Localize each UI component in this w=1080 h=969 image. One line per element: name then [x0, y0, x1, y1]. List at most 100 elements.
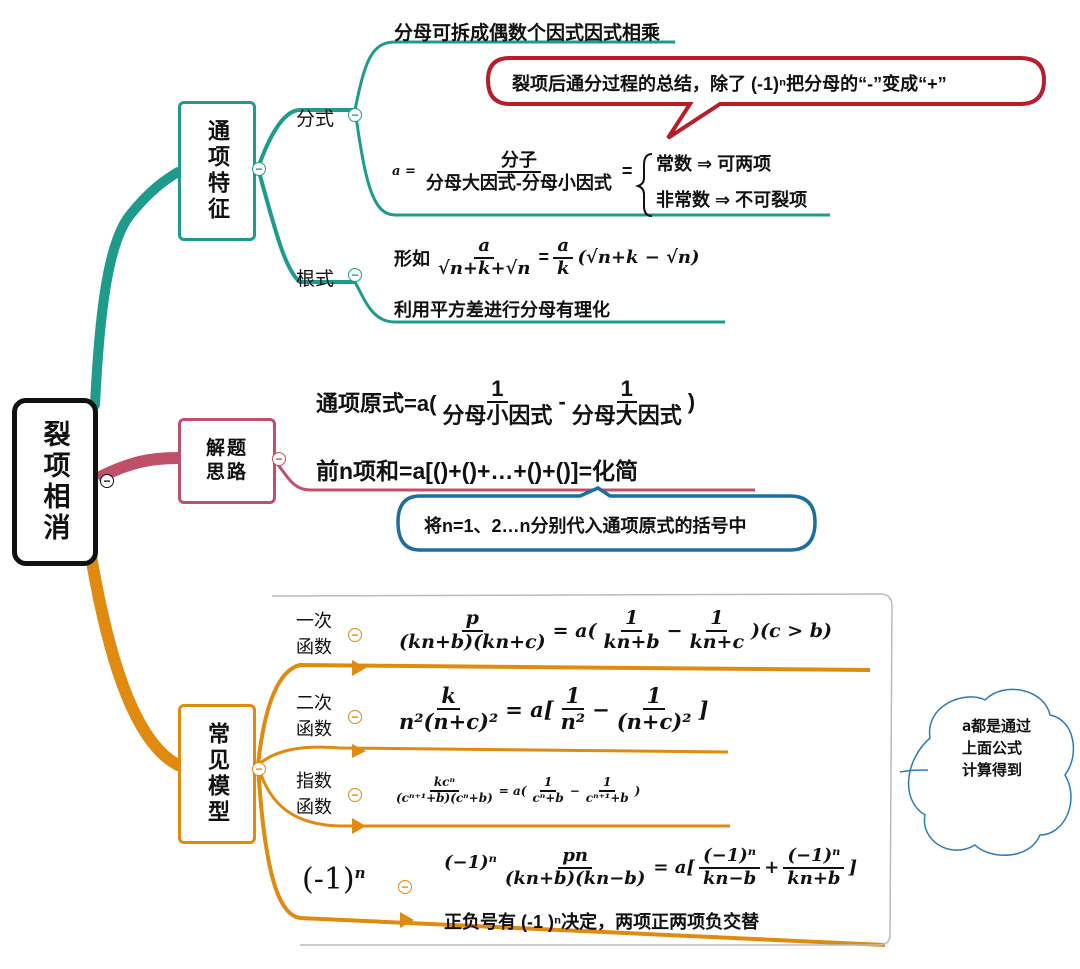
genshi-rhs-num: a: [553, 235, 574, 259]
collapse-icon[interactable]: −: [348, 788, 362, 802]
genshi-label: 根式: [296, 269, 335, 290]
model-1-label-1: 一次: [296, 611, 332, 631]
model-4-a-num: (−1)ⁿ: [699, 845, 761, 869]
model-3-label-2: 函数: [296, 797, 332, 817]
genshi-rhs-tail: (√n+k − √n): [577, 247, 700, 269]
model-2-eq: = a[: [505, 696, 554, 722]
model-2-b-den: (n+c)²: [616, 709, 692, 735]
model-4-op: +: [764, 857, 780, 879]
jieti-prefix: 通项原式=a(: [316, 391, 437, 417]
model-1-frac: p (kn+b)(kn+c): [395, 607, 550, 654]
model-3-formula: kcⁿ (cⁿ⁺¹+b)(cⁿ+b) = a( 1 cⁿ+b − 1 cⁿ⁺¹+…: [392, 775, 641, 806]
branch-changjian[interactable]: 常见模型: [178, 704, 256, 844]
jieti-minus: -: [558, 389, 566, 415]
model-4-formula: (−1)ⁿ pn (kn+b)(kn−b) = a[ (−1)ⁿ kn−b + …: [444, 845, 858, 889]
model-3-a-den: cⁿ+b: [532, 790, 564, 805]
fenshi-frac-den: 分母大因式-分母小因式: [425, 172, 612, 193]
model-1-b-frac: 1 kn+c: [686, 607, 748, 654]
model-2-label: 二次 函数: [296, 690, 332, 742]
jieti-f1-den: 分母小因式: [442, 403, 553, 429]
model-3-a-frac: 1 cⁿ+b: [528, 775, 567, 806]
model-2-frac: k n²(n+c)²: [395, 683, 502, 735]
root-node[interactable]: 裂项相消: [12, 398, 98, 566]
collapse-icon[interactable]: −: [252, 162, 266, 176]
model-4-eq: = a[: [653, 857, 695, 879]
collapse-icon[interactable]: −: [272, 452, 286, 466]
model-1-label: 一次 函数: [296, 608, 332, 660]
jieti-callout: 将n=1、2…n分别代入通项原式的括号中: [424, 516, 747, 536]
jieti-formula: 通项原式=a( 1 分母小因式 - 1 分母大因式 ): [316, 376, 695, 429]
collapse-icon[interactable]: −: [100, 474, 114, 488]
model-2-den: n²(n+c)²: [399, 709, 499, 735]
jieti-f2-num: 1: [616, 376, 637, 404]
model-4-label-base: (-1): [302, 862, 355, 897]
model-4-b-num: (−1)ⁿ: [783, 845, 845, 869]
model-4-tail: ]: [848, 857, 858, 879]
model-2-b-frac: 1 (n+c)²: [613, 683, 696, 735]
genshi-frac: a √n+k+√n: [434, 235, 534, 279]
genshi-eq: =: [538, 247, 549, 268]
model-2-label-2: 函数: [296, 719, 332, 739]
fenshi-formula: a = 分子 分母大因式-分母小因式 =: [392, 150, 632, 193]
collapse-icon[interactable]: −: [348, 710, 362, 724]
model-3-den: (cⁿ⁺¹+b)(cⁿ+b): [396, 790, 493, 805]
collapse-icon[interactable]: −: [348, 108, 362, 122]
model-3-op: −: [569, 783, 580, 798]
model-1-a-frac: 1 kn+b: [599, 607, 663, 654]
branch-tongxiang-label: 通项特征: [205, 119, 230, 223]
model-3-tail: ): [634, 783, 641, 798]
genshi-note: 利用平方差进行分母有理化: [394, 300, 610, 320]
collapse-icon[interactable]: −: [348, 268, 362, 282]
collapse-icon[interactable]: −: [348, 628, 362, 642]
model-1-eq: = a(: [552, 619, 597, 642]
model-2-a-frac: 1 n²: [557, 683, 589, 734]
fenshi-lhs: a =: [392, 164, 416, 180]
model-1-a-den: kn+b: [603, 630, 660, 653]
model-4-label: (-1)n: [302, 862, 366, 897]
model-4-pre: (−1)ⁿ: [444, 852, 497, 873]
jieti-f1-num: 1: [487, 376, 508, 404]
model-3-b-num: 1: [599, 775, 616, 792]
model-3-label-1: 指数: [296, 771, 332, 791]
model-2-tail: ]: [698, 696, 709, 722]
model-1-b-den: kn+c: [689, 630, 745, 653]
model-3-frac: kcⁿ (cⁿ⁺¹+b)(cⁿ+b): [392, 775, 497, 806]
fenshi-frac: 分子 分母大因式-分母小因式: [422, 150, 616, 193]
genshi-rhs-den: k: [557, 257, 570, 279]
jieti-frac2: 1 分母大因式: [568, 376, 686, 429]
root-label: 裂项相消: [39, 420, 70, 544]
model-4-note: 正负号有 (-1 )ⁿ决定，两项正两项负交替: [444, 912, 760, 932]
model-3-a-num: 1: [539, 775, 557, 792]
model-1-tail: )(c > b): [751, 619, 833, 642]
model-2-b-num: 1: [642, 683, 666, 711]
model-4-b-den: kn+b: [787, 867, 841, 889]
branch-jieti[interactable]: 解题思路: [178, 418, 276, 504]
genshi-den: √n+k+√n: [438, 257, 531, 279]
model-1-num: p: [461, 607, 483, 632]
model-3-num: kcⁿ: [429, 775, 459, 792]
model-3-eq: = a(: [498, 783, 527, 798]
fenshi-line1: 分母可拆成偶数个因式因式相乘: [394, 23, 661, 44]
model-2-formula: k n²(n+c)² = a[ 1 n² − 1 (n+c)² ]: [395, 683, 709, 735]
fenshi-callout: 裂项后通分过程的总结，除了 (-1)ⁿ把分母的“-”变成“+”: [512, 74, 947, 94]
model-2-label-1: 二次: [296, 693, 332, 713]
model-3-b-frac: 1 cⁿ⁺¹+b: [582, 775, 633, 806]
genshi-prefix: 形如: [394, 248, 430, 269]
model-1-op: −: [666, 619, 683, 642]
genshi-rhs-frac: a k: [553, 235, 574, 279]
model-4-b-frac: (−1)ⁿ kn+b: [783, 845, 845, 889]
collapse-icon[interactable]: −: [398, 880, 412, 894]
jieti-frac1: 1 分母小因式: [438, 376, 556, 429]
model-4-a-den: kn−b: [702, 867, 757, 889]
branch-changjian-label: 常见模型: [205, 722, 230, 826]
model-4-a-frac: (−1)ⁿ kn−b: [699, 845, 761, 889]
model-3-label: 指数 函数: [296, 768, 332, 820]
jieti-close: ): [687, 389, 696, 415]
model-1-label-2: 函数: [296, 637, 332, 657]
branch-jieti-label: 解题思路: [205, 438, 248, 483]
collapse-icon[interactable]: −: [252, 762, 266, 776]
fenshi-case1: 常数 ⇒ 可两项: [656, 154, 772, 174]
model-1-b-num: 1: [706, 607, 728, 632]
branch-tongxiang[interactable]: 通项特征: [178, 101, 256, 241]
